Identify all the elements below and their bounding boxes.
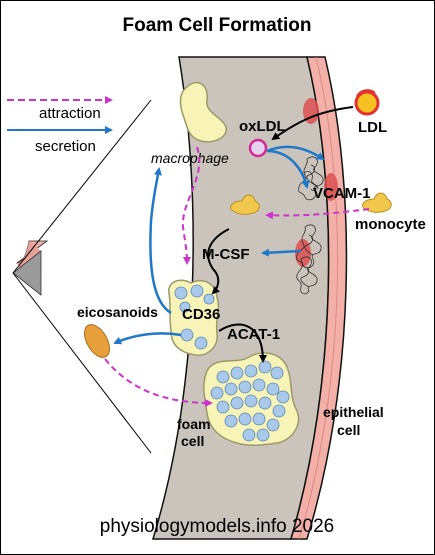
vcam-cluster bbox=[296, 256, 318, 295]
monocyte-cell bbox=[362, 192, 392, 213]
legend-attraction-label: attraction bbox=[39, 105, 101, 122]
cd36-vesicles bbox=[174, 284, 215, 350]
arrow-oxldl-secretion bbox=[266, 145, 325, 161]
label-epithelial-line1: epithelial bbox=[323, 404, 384, 420]
adhesion-patch bbox=[303, 98, 319, 124]
label-vcam1: VCAM-1 bbox=[313, 185, 371, 202]
label-foam-cell-line2: cell bbox=[181, 433, 204, 449]
vessel-cross-section bbox=[12, 99, 152, 454]
vcam-cluster bbox=[298, 156, 324, 201]
arrow-cd36-to-foam-cell bbox=[218, 323, 267, 363]
label-monocyte: monocyte bbox=[355, 216, 426, 233]
adhesion-patch bbox=[324, 173, 338, 201]
arrow-oxldl-to-vcam1 bbox=[266, 149, 310, 189]
arrow-monocyte-attraction bbox=[265, 208, 370, 220]
macrophage-cell bbox=[179, 81, 228, 143]
label-epithelial-line2: cell bbox=[337, 422, 360, 438]
arrow-epithelium-to-mcsf bbox=[261, 248, 302, 257]
adhesion-patch bbox=[295, 239, 311, 267]
foam-cell-vesicles bbox=[210, 360, 290, 442]
ldl-particle bbox=[354, 90, 380, 116]
label-macrophage: macrophage bbox=[151, 150, 229, 166]
epithelium-inner-line bbox=[298, 56, 339, 540]
label-acat1: ACAT-1 bbox=[227, 326, 280, 343]
label-oxldl: oxLDL bbox=[239, 118, 286, 135]
footer-credit: physiologymodels.info 2026 bbox=[100, 516, 335, 537]
arrow-mcsf-to-cd36 bbox=[207, 228, 230, 295]
oxldl-particle bbox=[248, 138, 268, 158]
label-ldl: LDL bbox=[358, 119, 387, 136]
eicosanoid-particle bbox=[84, 324, 110, 358]
arrow-cd36-to-eicosanoids bbox=[113, 332, 182, 345]
label-mcsf: M-CSF bbox=[202, 246, 250, 263]
vcam-cluster bbox=[296, 224, 322, 269]
legend-secretion-label: secretion bbox=[35, 138, 96, 155]
arrow-cd36-to-macrophage bbox=[149, 167, 172, 315]
legend: attraction secretion bbox=[7, 96, 113, 155]
monocyte-cell bbox=[230, 194, 260, 215]
diagram-title: Foam Cell Formation bbox=[123, 15, 312, 36]
label-cd36: CD36 bbox=[182, 306, 220, 323]
arrow-eicosanoids-to-foam-cell bbox=[104, 358, 213, 407]
arrow-macrophage-to-cd36 bbox=[181, 146, 201, 265]
arrow-ldl-to-oxldl bbox=[271, 106, 354, 141]
label-eicosanoids: eicosanoids bbox=[77, 304, 158, 320]
label-foam-cell-line1: foam bbox=[177, 416, 210, 432]
